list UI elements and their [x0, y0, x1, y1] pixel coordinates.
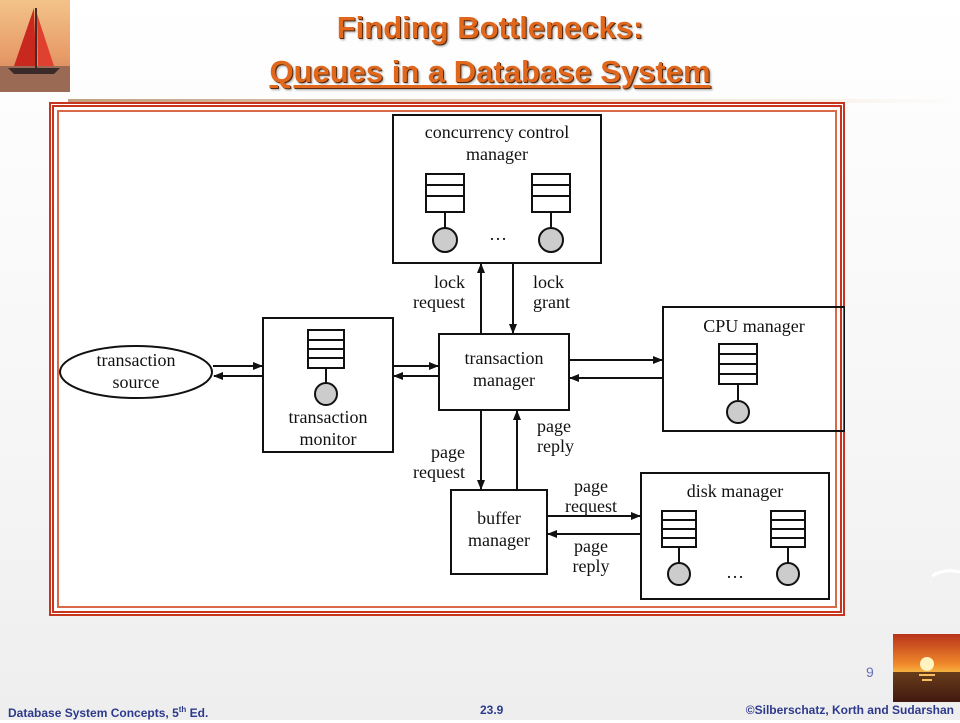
transaction-source-ellipse	[59, 345, 213, 399]
page-reply-tm-label-2: reply	[537, 436, 574, 456]
page-request-tm-label-2: request	[413, 462, 465, 482]
cc-manager-label-1: concurrency control	[425, 122, 569, 142]
concurrency-control-manager-box	[392, 114, 602, 264]
disk-ellipsis: …	[726, 562, 744, 582]
page-reply-disk-label-2: reply	[573, 556, 610, 576]
transaction-source-label-2: source	[113, 372, 160, 392]
transaction-manager-box	[438, 333, 570, 411]
lock-request-label-2: request	[413, 292, 465, 312]
page-reply-tm-label-1: page	[537, 416, 571, 436]
page-request-disk-label-2: request	[565, 496, 617, 516]
cc-ellipsis: …	[489, 224, 507, 244]
page-number: 9	[866, 664, 874, 680]
cpu-queue-icon	[718, 343, 758, 424]
slide-title-line2: Queues in a Database System	[269, 54, 711, 89]
cc-queue-right-icon	[531, 173, 571, 253]
page-request-disk-label-1: page	[574, 476, 608, 496]
slide-title-line1: Finding Bottlenecks:	[336, 10, 644, 45]
page-reply-disk-label-1: page	[574, 536, 608, 556]
lock-grant-label-2: grant	[533, 292, 570, 312]
disk-queue-right-icon	[770, 510, 806, 586]
transaction-monitor-label-1: transaction	[289, 407, 368, 427]
swoosh-decoration-icon	[931, 569, 960, 578]
cpu-manager-box	[662, 306, 845, 432]
buffer-manager-label-1: buffer	[477, 508, 521, 528]
disk-queue-left-icon	[661, 510, 697, 586]
transaction-manager-label-2: manager	[473, 370, 535, 390]
footer-book-title: Database System Concepts, 5th Ed.	[8, 705, 209, 720]
arrows	[213, 263, 663, 538]
queue-diagram: concurrency control manager … CPU manage…	[59, 114, 845, 600]
footer-section-number: 23.9	[480, 703, 504, 717]
title-divider	[68, 99, 960, 103]
buffer-manager-label-2: manager	[468, 530, 530, 550]
lock-request-label-1: lock	[434, 272, 465, 292]
sunset-logo-icon	[893, 634, 960, 702]
disk-manager-label: disk manager	[687, 481, 783, 501]
cc-queue-left-icon	[425, 173, 465, 253]
tmon-queue-icon	[307, 329, 345, 406]
transaction-manager-label-1: transaction	[465, 348, 544, 368]
transaction-monitor-box	[262, 317, 394, 453]
cpu-manager-label: CPU manager	[703, 316, 804, 336]
cc-manager-label-2: manager	[466, 144, 528, 164]
footer-copyright: ©Silberschatz, Korth and Sudarshan	[745, 703, 954, 717]
lock-grant-label-1: lock	[533, 272, 564, 292]
page-request-tm-label-1: page	[431, 442, 465, 462]
transaction-source-label-1: transaction	[97, 350, 176, 370]
sailboat-logo-icon	[0, 0, 70, 92]
disk-manager-box	[640, 472, 830, 600]
transaction-monitor-label-2: monitor	[300, 429, 357, 449]
